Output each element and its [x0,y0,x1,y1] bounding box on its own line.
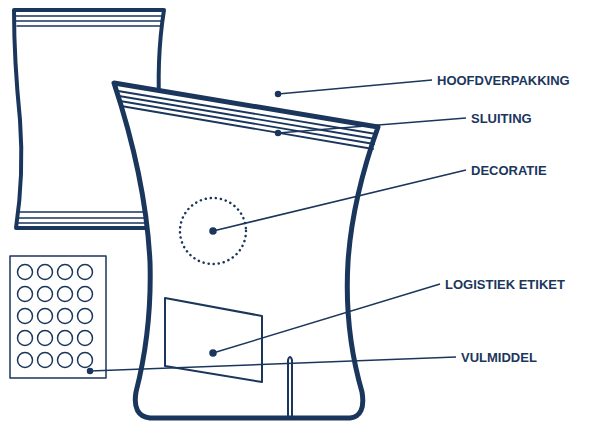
leader-line [213,284,440,353]
filler-bubble [58,287,73,302]
bottom-gusset [288,357,292,418]
leader-line [278,80,432,94]
decoration-circle [180,198,246,264]
filler-bubble [38,353,53,368]
filler-bubble [78,331,93,346]
zipper-lines [118,91,376,149]
filler-bubble [38,309,53,324]
leader-dot [210,228,216,234]
filler-sheet [10,256,106,378]
part-label: DECORATIE [471,164,547,177]
filler-bubble [18,331,33,346]
filler-bubble [58,331,73,346]
leader-line [90,357,456,371]
main-bag [114,83,378,418]
filler-bubble [78,287,93,302]
filler-bubble [38,287,53,302]
part-label: VULMIDDEL [461,351,537,364]
filler-bubble [38,331,53,346]
filler-bubble [18,265,33,280]
leader-line [213,170,466,231]
part-label: HOOFDVERPAKKING [437,74,570,87]
leader-line [278,118,466,133]
logistics-label [165,298,262,382]
filler-bubble [58,309,73,324]
filler-bubble [78,353,93,368]
filler-bubble [38,265,53,280]
filler-bubbles [18,265,93,368]
filler-bubble [78,265,93,280]
leader-dot [276,92,281,97]
part-label: LOGISTIEK ETIKET [445,278,565,291]
filler-bubble [78,309,93,324]
filler-bubble [58,353,73,368]
leader-dot [88,369,93,374]
filler-bubble [18,309,33,324]
filler-bubble [58,265,73,280]
part-label: SLUITING [471,112,532,125]
filler-bubble [18,287,33,302]
leader-dot [210,350,216,356]
leader-dot [276,131,281,136]
filler-bubble [18,353,33,368]
